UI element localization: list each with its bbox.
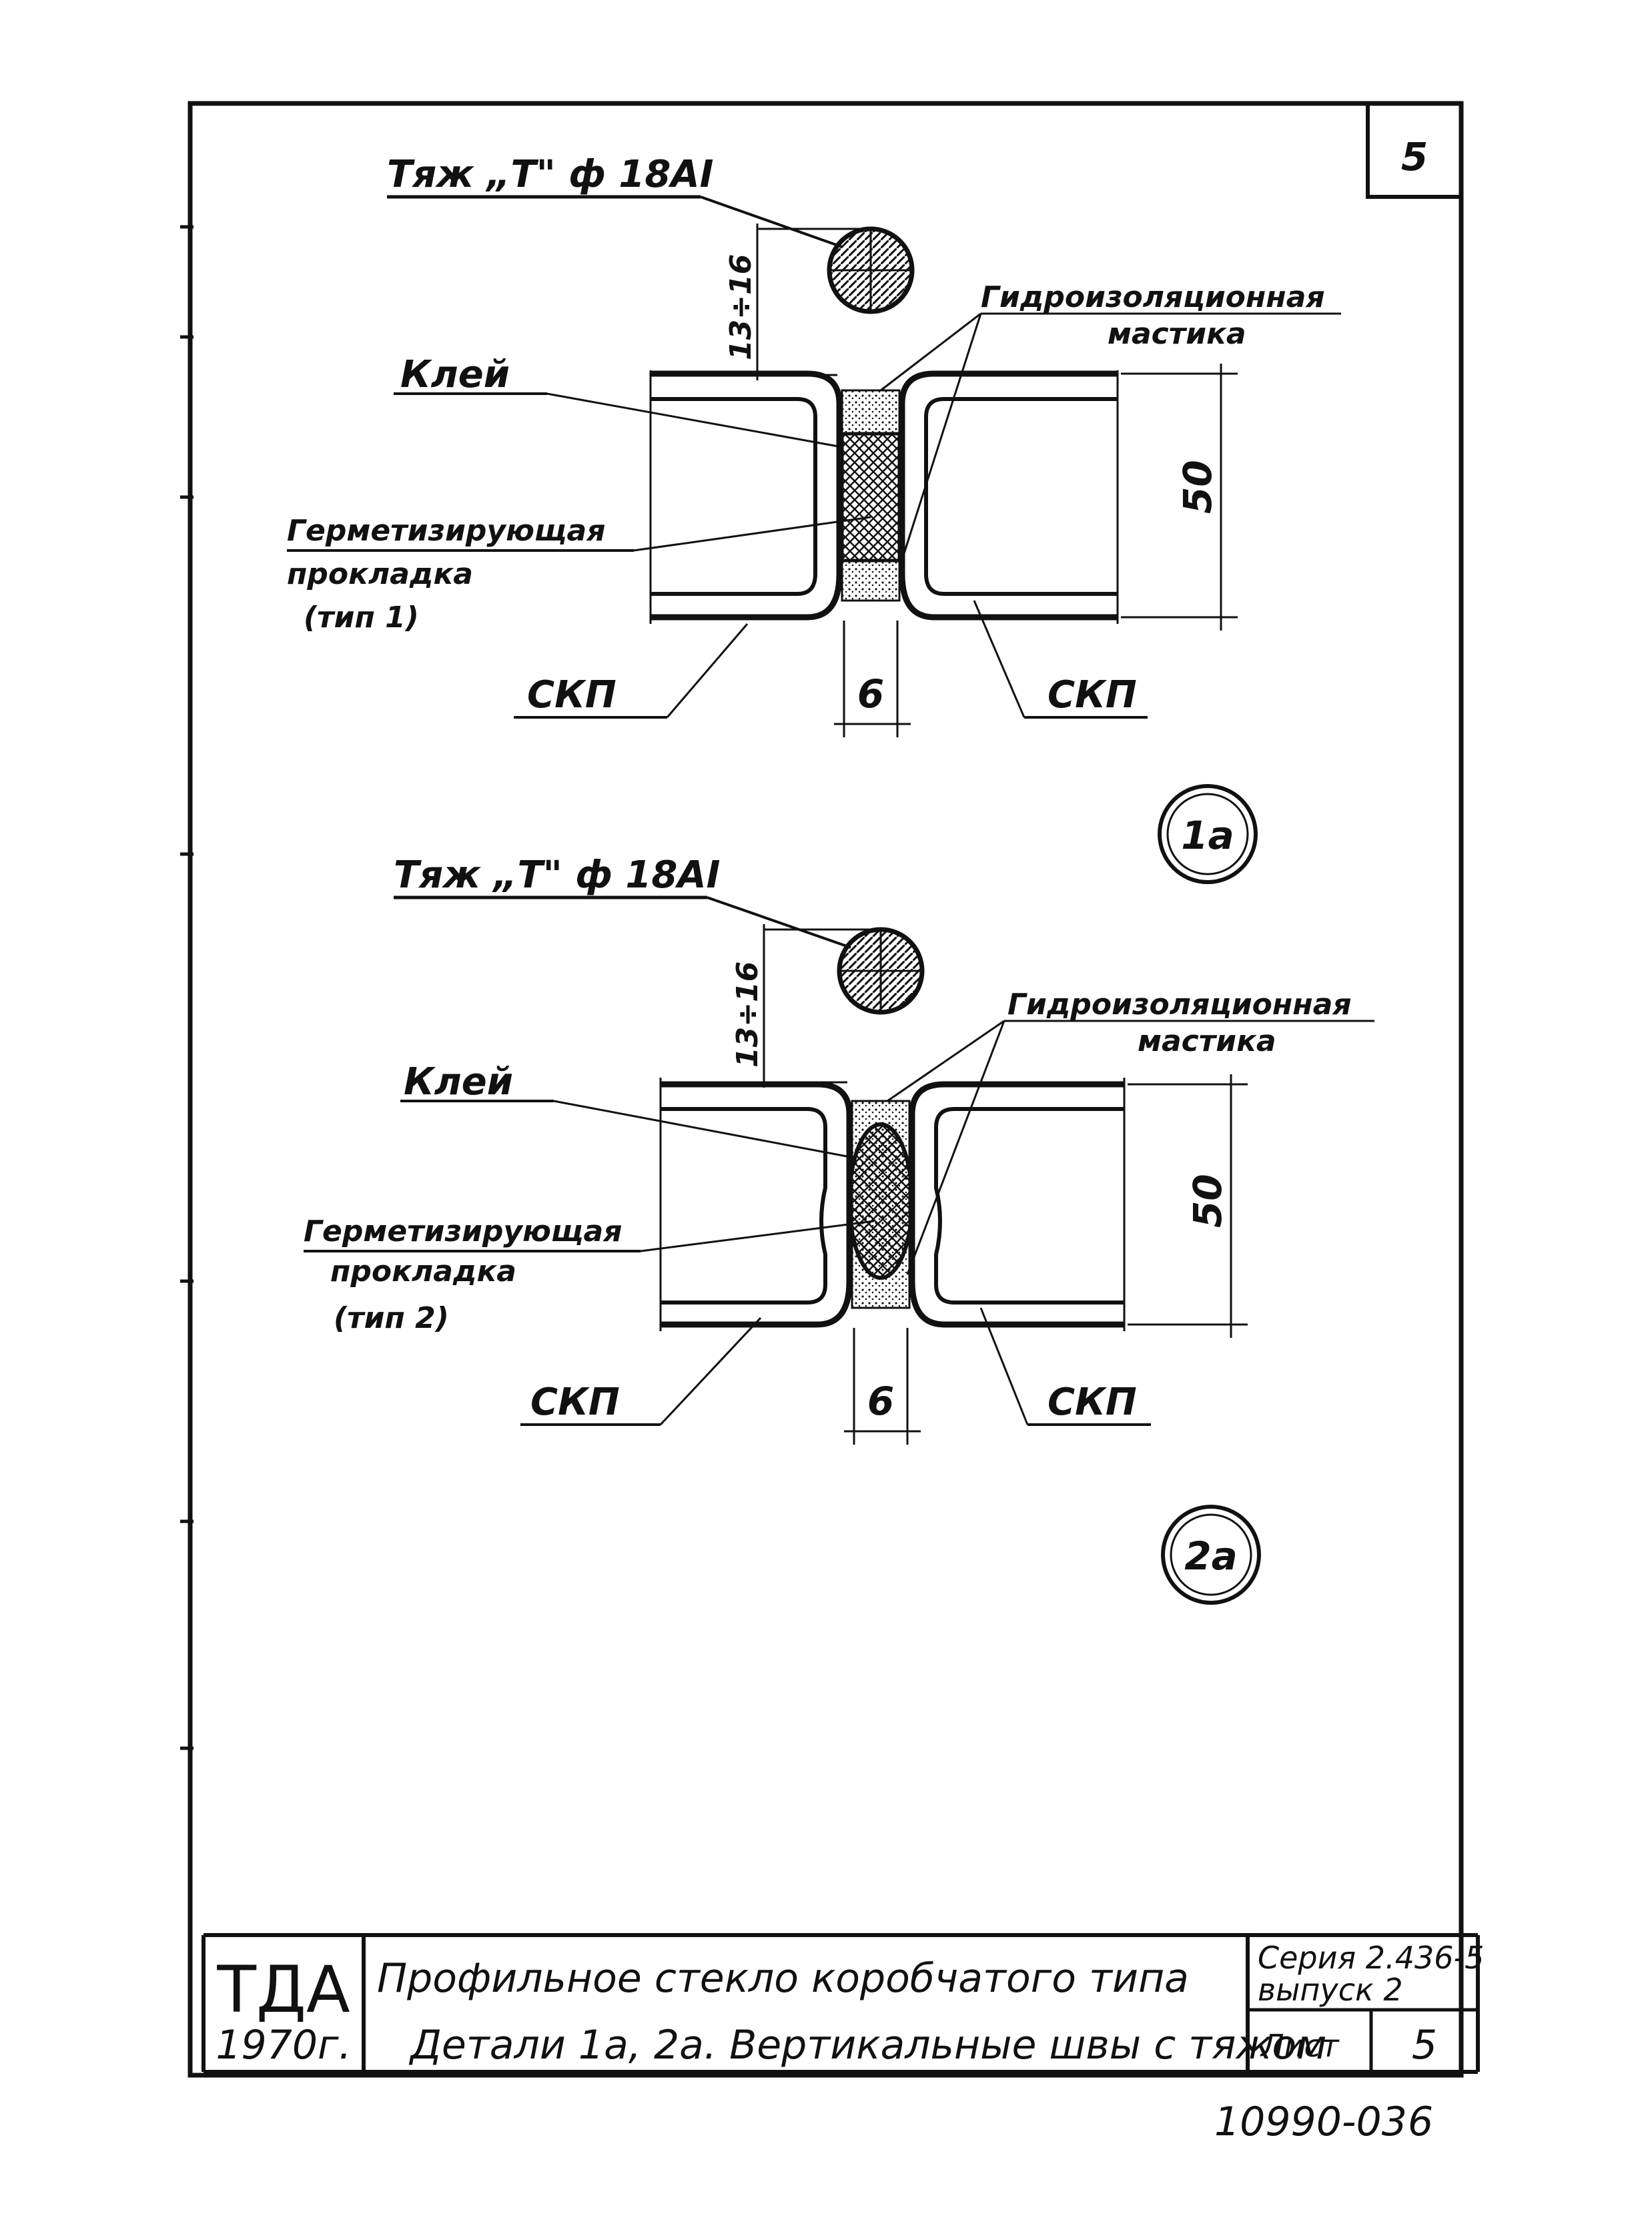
title-line-2: Детали 1а, 2а. Вертикальные швы с тяжом — [408, 2022, 1326, 2069]
year: 1970г. — [216, 2022, 351, 2069]
org-name: ТДА — [216, 1952, 350, 2027]
joint-fill — [840, 389, 901, 602]
sheet-frame — [180, 101, 1464, 2078]
glass-profile-right — [899, 370, 1119, 624]
glass-profile-right — [909, 1078, 1126, 1331]
rod-label: Тяж „Т" ф 18АI — [394, 853, 720, 897]
glass-label-right: СКП — [1048, 1381, 1137, 1424]
archive-number: 10990-03 — [1214, 2099, 1407, 2145]
joint-dim: 6 — [857, 671, 884, 717]
detail-mark: 2а — [1184, 1533, 1238, 1579]
sheet-number: 5 — [1401, 134, 1428, 179]
glass-profile-left — [649, 370, 843, 624]
detail-1a: Тяж „Т" ф 18АI 13÷16 50 — [287, 153, 1341, 884]
series: Серия 2.436-5 — [1258, 1940, 1484, 1976]
gasket-label-2: прокладка — [330, 1254, 516, 1288]
rod-label: Тяж „Т" ф 18АI — [387, 153, 713, 196]
issue: выпуск 2 — [1258, 1972, 1403, 2008]
archive-page: 6 — [1408, 2099, 1433, 2145]
gasket-label: Герметизирующая — [287, 514, 605, 548]
gasket-type: (тип 1) — [304, 601, 419, 635]
detail-2a: Тяж „Т" ф 18АI 13÷16 50 6 Гидроизоляцион… — [304, 853, 1374, 1605]
detail-mark: 1а — [1181, 813, 1234, 858]
glass-label-left: СКП — [527, 673, 616, 717]
mastic-label-2: мастика — [1138, 1024, 1276, 1058]
mastic-label: Гидроизоляционная — [981, 280, 1325, 314]
mastic-label-2: мастика — [1108, 317, 1246, 351]
glue-label: Клей — [400, 353, 510, 396]
glass-label-left: СКП — [530, 1381, 620, 1424]
glass-label-right: СКП — [1048, 673, 1137, 717]
gasket-label: Герметизирующая — [304, 1214, 622, 1248]
rod-section — [827, 226, 915, 314]
sheet-number-box: 5 — [1366, 101, 1463, 199]
title-block — [201, 1933, 1480, 2074]
title-line-1: Профильное стекло коробчатого типа — [377, 1955, 1189, 2002]
height-dim: 50 — [1185, 1174, 1230, 1228]
joint-dim: 6 — [867, 1379, 894, 1424]
rod-gap-dim: 13÷16 — [731, 962, 765, 1068]
height-dim: 50 — [1175, 460, 1220, 514]
sheet-label: Лист — [1260, 2028, 1340, 2064]
gasket-type: (тип 2) — [334, 1301, 449, 1335]
glue-label: Клей — [404, 1060, 513, 1104]
gasket-label-2: прокладка — [287, 557, 473, 591]
joint-fill — [847, 1100, 914, 1309]
mastic-label: Гидроизоляционная — [1007, 988, 1352, 1022]
rod-section — [837, 927, 925, 1015]
rod-gap-dim: 13÷16 — [724, 254, 758, 360]
glass-profile-left — [659, 1078, 853, 1331]
sheet-value: 5 — [1412, 2022, 1437, 2069]
